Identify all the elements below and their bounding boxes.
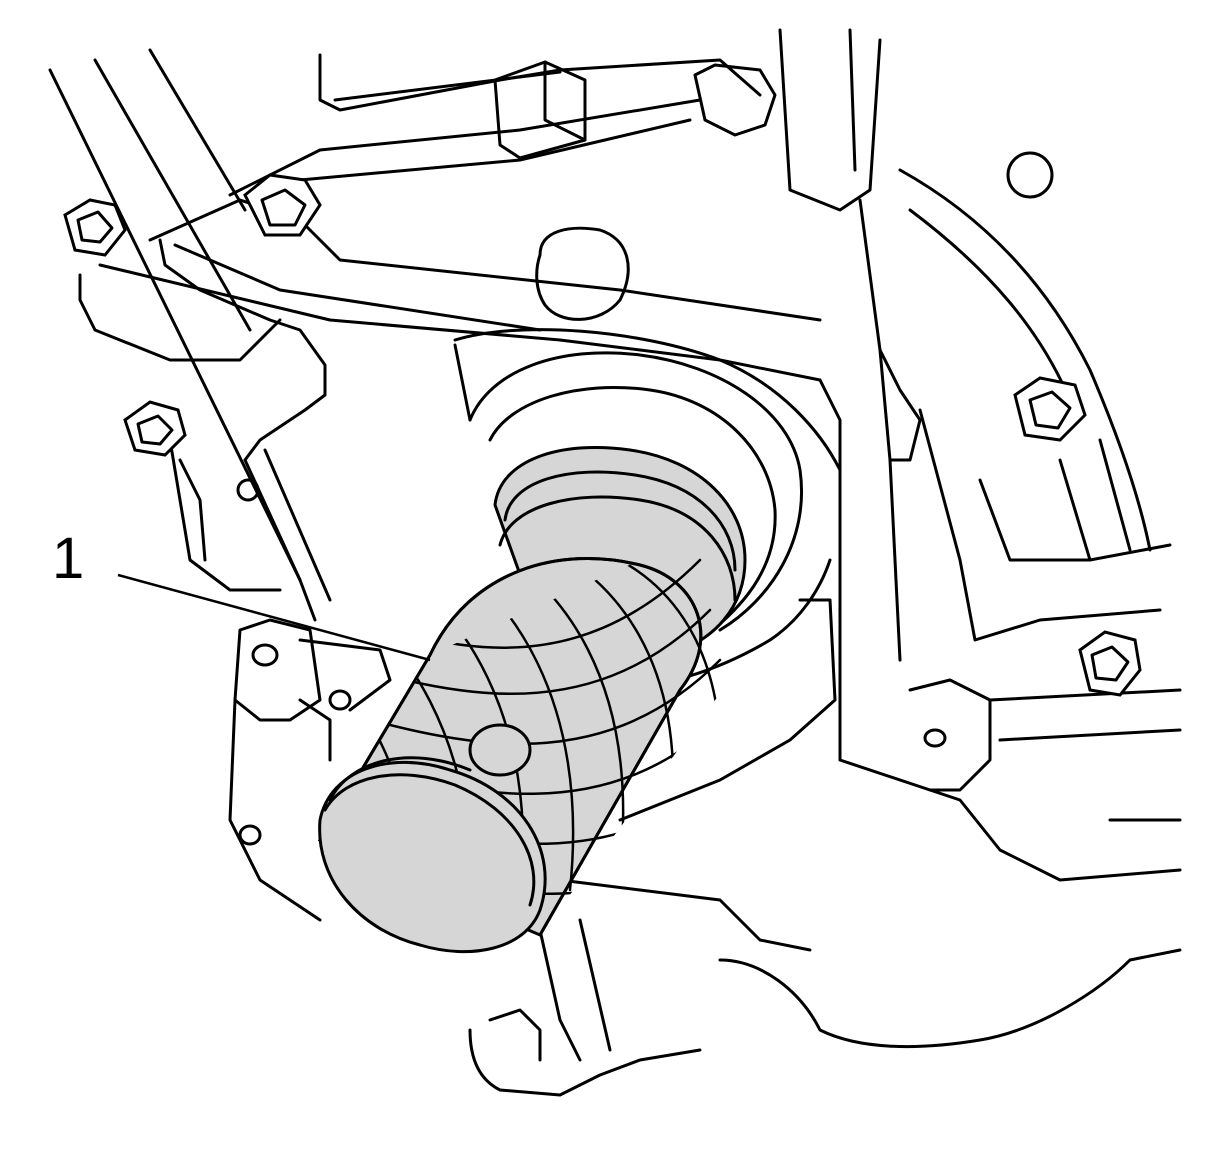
hex-bolt-icon [243,173,322,237]
callout-label-1: 1 [52,526,85,591]
engine-housing [48,28,1182,1097]
hex-bolt-group [63,173,1142,697]
callout-leader-line [117,573,431,662]
hex-bolt-icon [63,198,127,257]
hex-bolt-icon [1013,376,1087,442]
hex-bolt-icon [123,400,187,457]
hex-bolt-icon [1078,630,1142,697]
seal-installer-tool [317,446,760,954]
crankshaft-seal-bore [453,328,842,822]
